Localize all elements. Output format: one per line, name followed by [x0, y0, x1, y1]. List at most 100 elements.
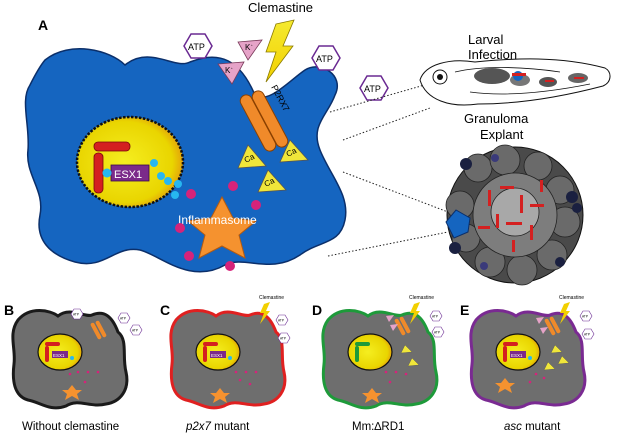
inflammasome-b — [62, 385, 82, 400]
receptor-b — [90, 322, 102, 340]
receptor-e — [544, 318, 556, 336]
clemastine-label-d: Clemastine — [409, 295, 434, 301]
atp-label: ATP — [432, 315, 438, 319]
potassium-ion: K + — [217, 61, 245, 85]
effector-dots — [102, 159, 182, 199]
caspase-dot — [186, 189, 196, 199]
ca-ions-e — [543, 344, 570, 371]
atp-molecule: ATP — [359, 75, 389, 101]
effector-dot — [164, 177, 172, 185]
zebrafish-larva — [419, 58, 611, 106]
calcium-ion: Ca — [279, 139, 309, 163]
panel-a-letter: A — [38, 17, 48, 33]
granuloma-explant — [445, 144, 584, 286]
esx1-box-c — [210, 351, 226, 358]
effector-dot — [70, 356, 74, 360]
esx1-label-c: ESX1 — [211, 353, 223, 358]
receptor-e-2 — [549, 316, 561, 334]
atp-label: ATP — [364, 84, 381, 94]
atp-molecules-e: ATP ATP — [579, 310, 595, 340]
ca-ions-d — [400, 344, 420, 367]
caption-c: p2x7 mutant — [185, 421, 250, 433]
atp-label: ATP — [584, 333, 590, 337]
atp-label: ATP — [120, 317, 126, 321]
mycobacterium-d-arm — [355, 342, 370, 346]
inflammasome: Inflammasome — [178, 195, 258, 259]
caspase-dots-b — [68, 370, 100, 384]
calcium-ion: Ca — [237, 144, 267, 169]
atp-label: ATP — [582, 315, 588, 319]
panel-d-letter: D — [312, 302, 322, 318]
nucleus — [75, 115, 185, 209]
mycobacterium-b-arm — [45, 342, 60, 346]
effector-dot — [528, 356, 532, 360]
mycobacterium-e — [503, 346, 507, 362]
k-ions-d — [386, 315, 398, 331]
atp-label: ATP — [280, 337, 286, 341]
atp-label: ATP — [434, 331, 440, 335]
inflammasome-label: Inflammasome — [178, 213, 257, 227]
panel-a: A ESX1 Inflammasome — [24, 0, 611, 286]
esx1-box-e — [510, 351, 526, 358]
mycobacterium-c — [203, 346, 207, 362]
receptor-d — [394, 318, 406, 336]
granuloma-label-line2: Explant — [480, 127, 524, 142]
effector-dot — [150, 159, 158, 167]
caspase-dots-c — [234, 370, 258, 386]
clemastine-bolt-icon — [260, 302, 270, 324]
caspase-dots — [175, 181, 261, 271]
panel-b: B ESX1 ATP ATP ATP Without clemastine — [4, 302, 143, 433]
k-ion-charge: + — [231, 66, 233, 70]
panel-e: E ESX1 Clemastine ATP ATP asc mutant — [460, 295, 595, 433]
ca-ion-label: Ca — [263, 176, 277, 189]
caption-b: Without clemastine — [22, 421, 119, 433]
k-ion-label: K — [245, 43, 251, 52]
esx1-secretion-system: ESX1 — [110, 164, 150, 182]
caption-d: Mm:∆RD1 — [352, 421, 404, 433]
granuloma-label-line1: Granuloma — [464, 111, 529, 126]
caspase-dot — [228, 181, 238, 191]
esx1-box-b — [52, 351, 68, 358]
atp-label: ATP — [316, 54, 333, 64]
connector-lines — [327, 83, 449, 257]
atp-label: ATP — [278, 319, 284, 323]
caption-e: asc mutant — [504, 421, 561, 433]
mycobacterium-e-arm — [503, 342, 518, 346]
atp-label: ATP — [132, 329, 138, 333]
panel-d: D Clemastine ATP ATP Mm:∆RD1 — [312, 295, 445, 433]
larval-label-line1: Larval — [468, 32, 504, 47]
panel-b-letter: B — [4, 302, 14, 318]
caspase-dots-d — [384, 370, 408, 384]
clemastine-bolt-icon — [560, 302, 570, 324]
panel-c-letter: C — [160, 302, 170, 318]
clemastine-bolt-icon — [265, 19, 295, 83]
caspase-dot — [225, 261, 235, 271]
k-ion-charge: + — [251, 43, 253, 47]
clemastine-label-c: Clemastine — [259, 295, 284, 301]
panel-e-letter: E — [460, 302, 469, 318]
receptor-d-2 — [399, 316, 411, 334]
atp-molecules-d: ATP ATP — [429, 310, 445, 338]
clemastine-bolt-icon — [410, 302, 420, 324]
mycobacterium-d — [355, 346, 359, 362]
inflammasome-c — [210, 388, 230, 403]
potassium-ion: K + — [237, 39, 263, 61]
clemastine-label-e: Clemastine — [559, 295, 584, 301]
effector-dot — [171, 191, 179, 199]
inflammasome-d — [362, 388, 382, 403]
effector-dot — [102, 168, 112, 178]
effector-dot — [157, 172, 165, 180]
caspase-dots-e — [528, 372, 546, 384]
panel-c: C ESX1 Clemastine ATP ATP p2x7 mutant — [160, 295, 291, 433]
calcium-ion: Ca — [257, 169, 287, 193]
atp-molecules-c: ATP ATP — [275, 314, 291, 344]
receptor-b-2 — [95, 320, 107, 338]
esx1-label-b: ESX1 — [53, 353, 65, 358]
effector-dot — [228, 356, 232, 360]
atp-label: ATP — [73, 313, 79, 317]
mycobacterium — [93, 141, 131, 194]
inflammasome-e — [495, 378, 515, 393]
ca-ion-label: Ca — [285, 146, 299, 159]
effector-dot — [174, 180, 182, 188]
ca-ion-label: Ca — [243, 152, 257, 165]
